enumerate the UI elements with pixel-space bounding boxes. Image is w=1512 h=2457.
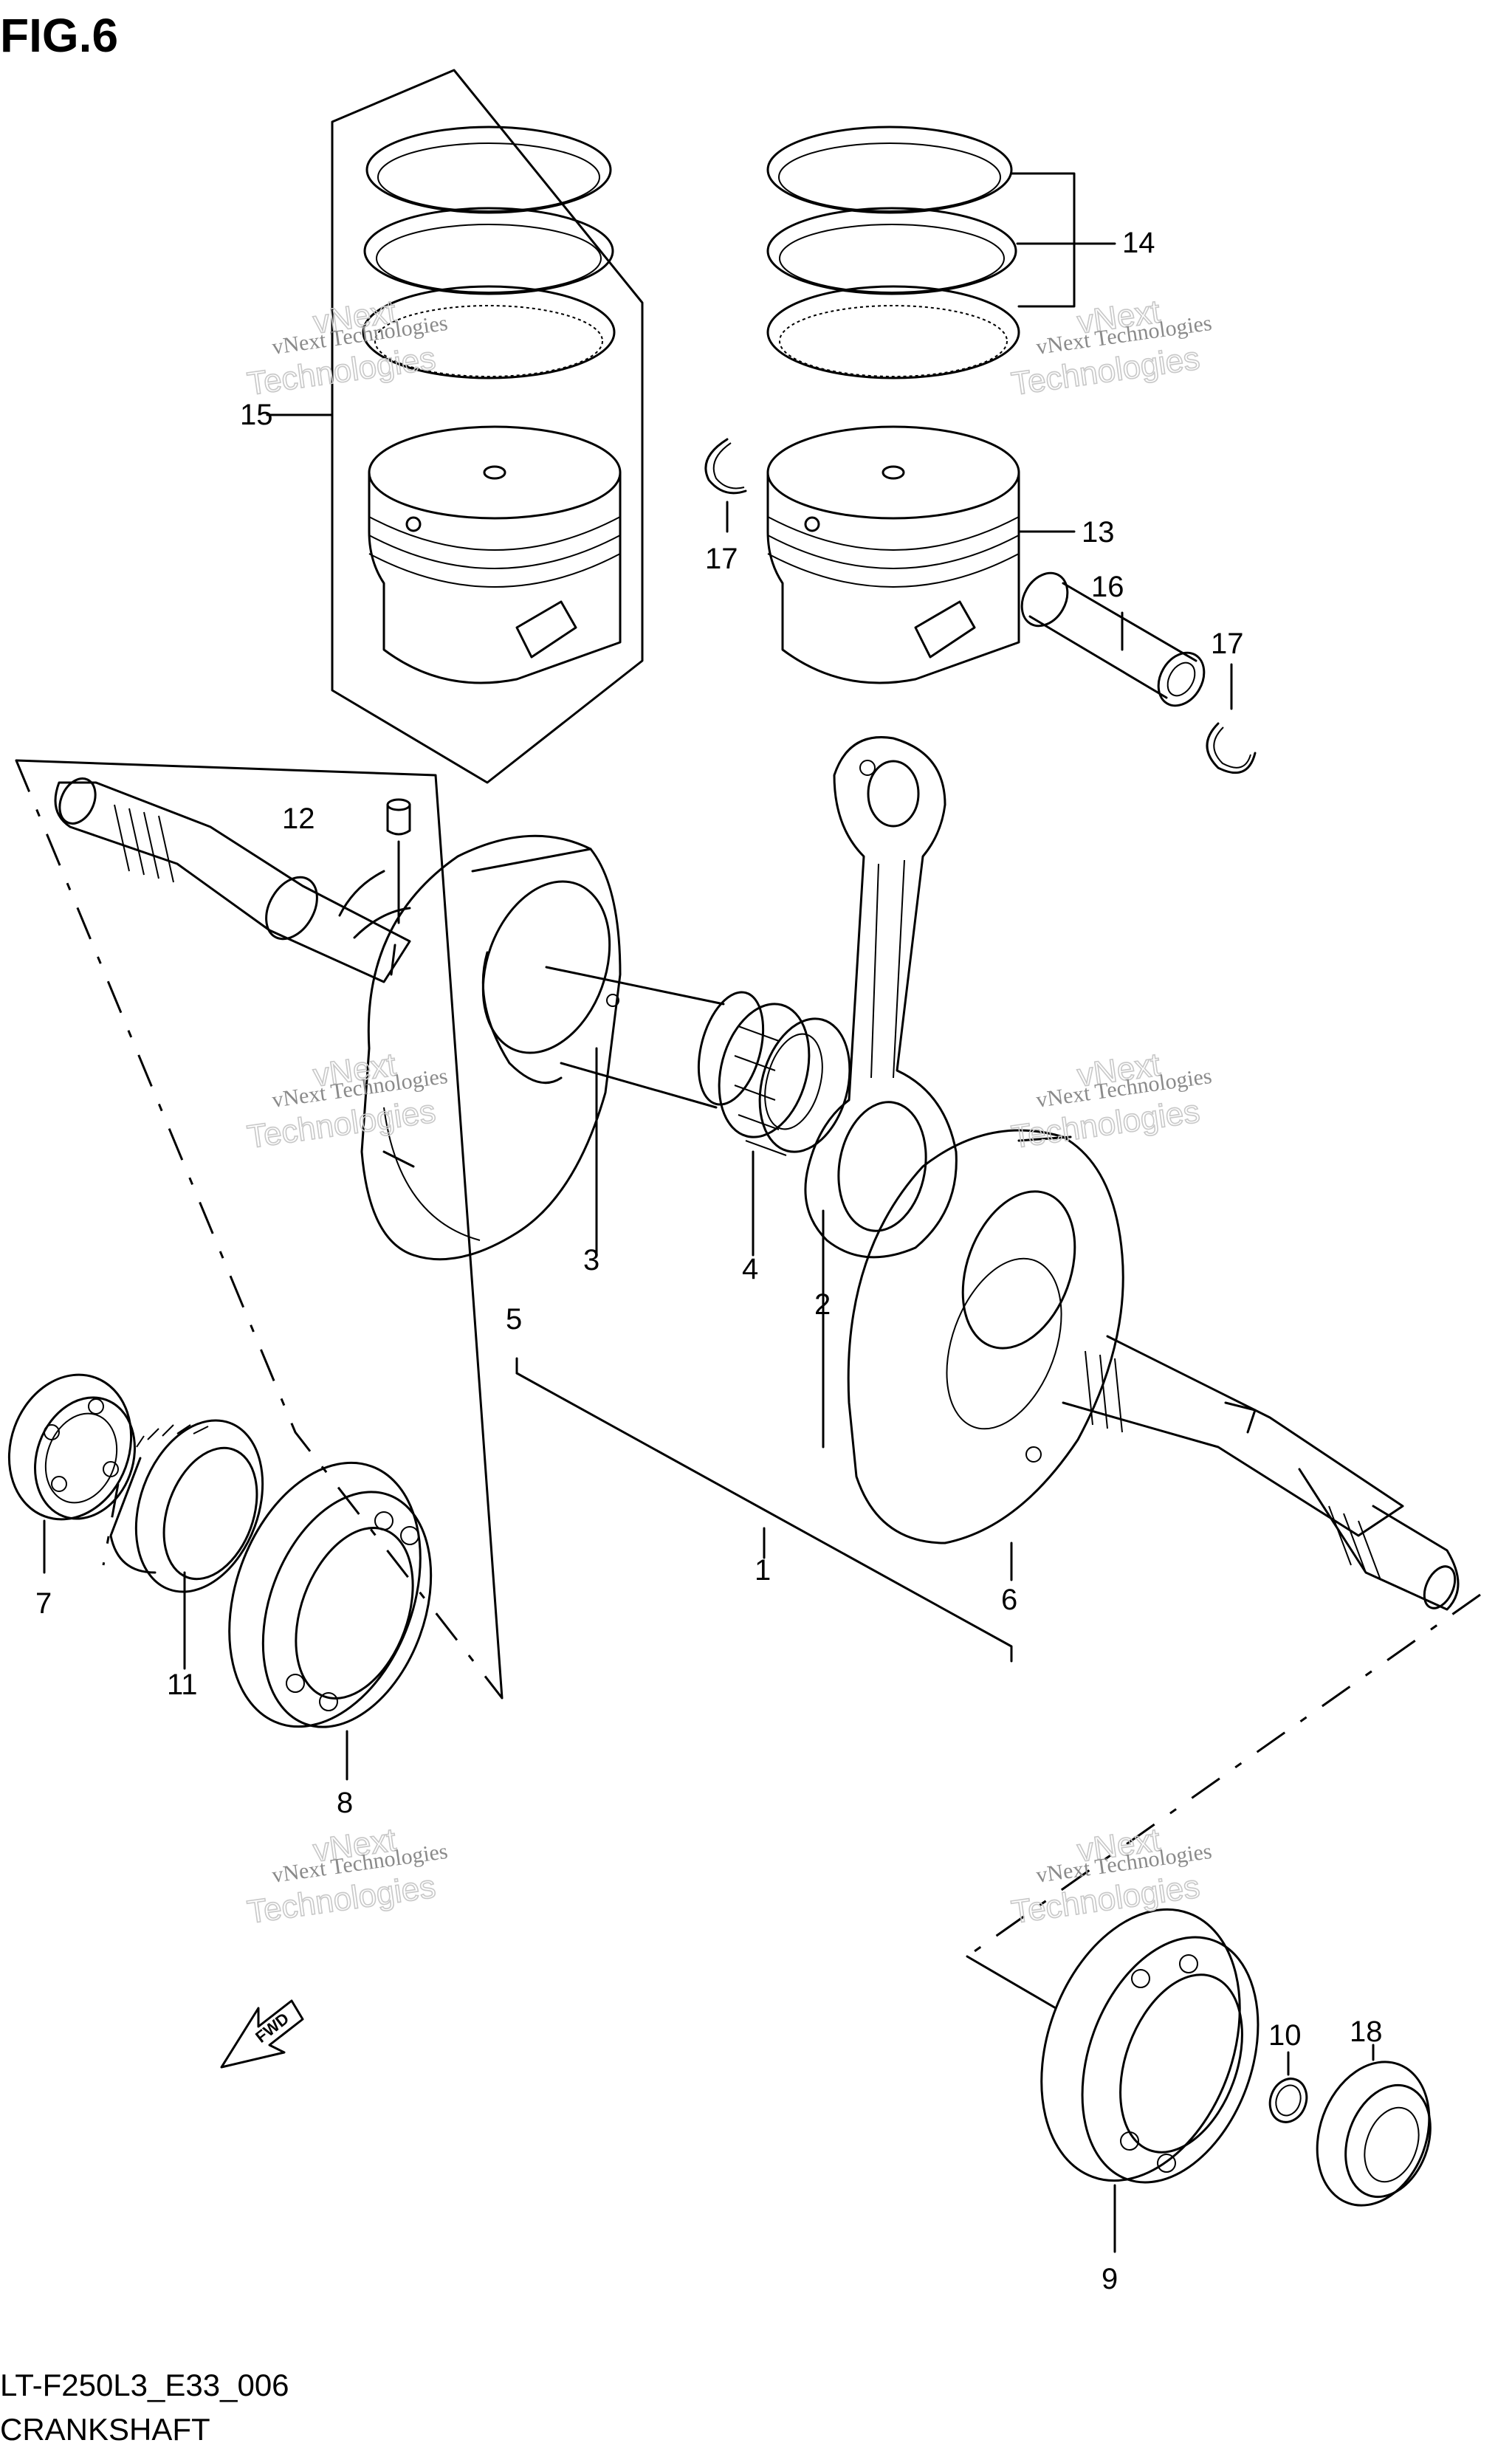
callout-12: 12 (282, 803, 315, 835)
connecting-rod (804, 736, 958, 1449)
callout-14: 14 (1122, 227, 1155, 259)
callout-8: 8 (337, 1787, 353, 1819)
piston-pin-circlip-left (704, 438, 747, 533)
callout-6: 6 (1001, 1584, 1017, 1616)
figure-name: CRANKSHAFT (0, 2412, 210, 2447)
callout-9: 9 (1102, 2263, 1118, 2295)
callout-10: 10 (1268, 2019, 1302, 2052)
crankshaft-oil-seal (1316, 2044, 1432, 2207)
callout-11: 11 (167, 1669, 198, 1701)
crankshaft-dowel-pin (386, 798, 411, 924)
callout-1: 1 (755, 1554, 771, 1587)
crank-pin (545, 966, 765, 1257)
crank-pin-needle-bearing (718, 1003, 851, 1257)
piston-ring-set-right (766, 126, 1116, 379)
piston-right (766, 425, 1076, 684)
callout-2: 2 (814, 1288, 831, 1321)
callout-18: 18 (1350, 2016, 1383, 2048)
crankshaft-bearing-left (228, 1461, 433, 1781)
piston-pin-circlip-right (1206, 663, 1257, 774)
callout-17a: 17 (705, 543, 738, 575)
callout-17b: 17 (1211, 628, 1244, 660)
callout-5: 5 (506, 1303, 522, 1336)
figure-code: LT-F250L3_E33_006 (0, 2368, 289, 2402)
figure-title: FIG.6 (0, 9, 118, 62)
watermark-group: vNext vNext Technologies Technologies vN… (244, 293, 1213, 1931)
crankshaft-o-ring (1268, 2051, 1308, 2123)
crankshaft-left-half (54, 777, 622, 1261)
crankshaft-right-half (847, 1129, 1460, 1611)
callout-labels: 1 2 3 4 5 6 7 8 9 10 11 12 13 14 15 16 1… (35, 227, 1383, 2295)
callout-4: 4 (742, 1253, 758, 1285)
piston-pin (1020, 571, 1206, 707)
forward-direction-icon: FWD (220, 1999, 304, 2069)
callout-13: 13 (1082, 516, 1115, 549)
crankshaft-timing-gear (102, 1419, 264, 1670)
piston-ring-set-left (362, 126, 616, 379)
piston-kit-outline (331, 69, 644, 784)
crankshaft-bearing-right (1040, 1908, 1260, 2253)
callout-3: 3 (583, 1244, 599, 1276)
callout-16: 16 (1091, 571, 1124, 603)
crankshaft-bearing-small (7, 1373, 136, 1574)
piston-left (368, 425, 622, 684)
crankshaft-assembly-bracket (515, 1357, 1013, 1663)
callout-7: 7 (35, 1587, 52, 1620)
